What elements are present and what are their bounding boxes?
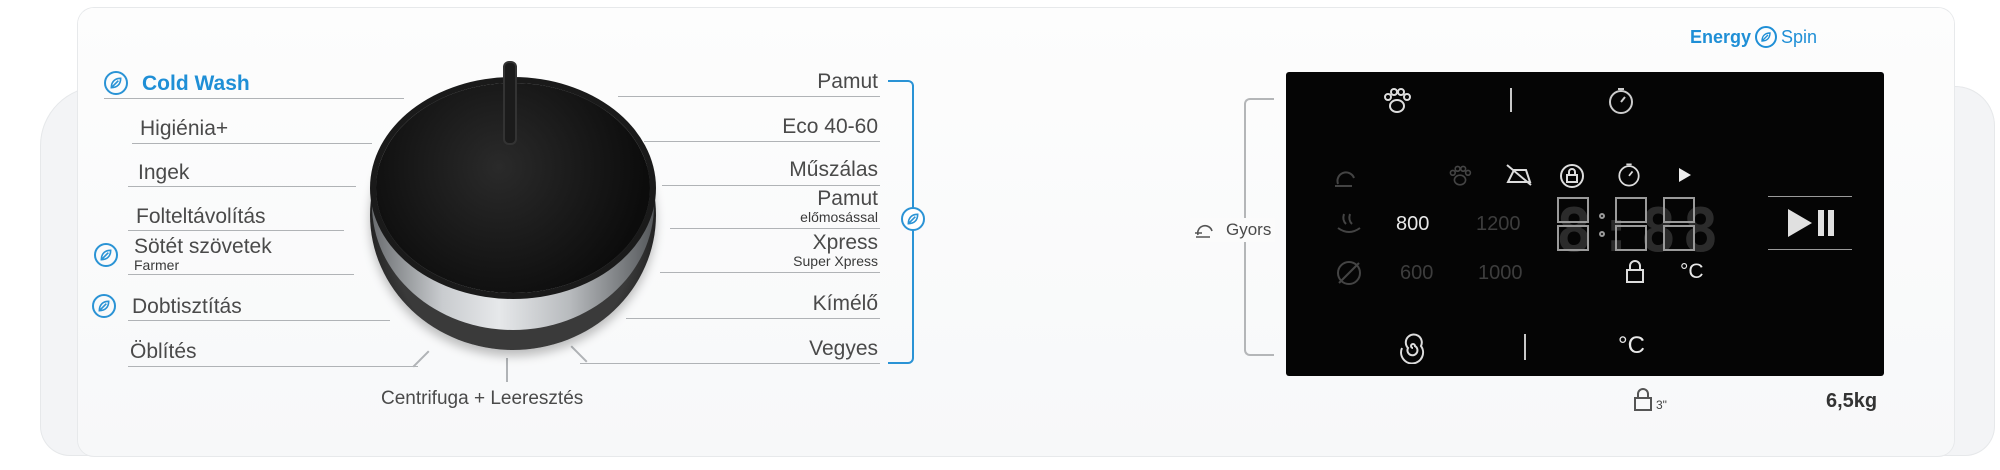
divider xyxy=(128,186,356,187)
divider xyxy=(580,363,880,364)
temperature-unit: °C xyxy=(1680,260,1704,283)
divider xyxy=(104,98,404,99)
paw-small-icon xyxy=(1449,165,1472,186)
eco-leaf-icon xyxy=(901,207,925,231)
divider xyxy=(128,320,390,321)
quick-icon xyxy=(1195,224,1213,238)
spin-icon xyxy=(1337,213,1361,233)
program-muszalas[interactable]: Műszálas xyxy=(789,158,878,181)
no-iron-icon xyxy=(1506,164,1532,186)
program-sotet-szovetek[interactable]: Sötét szövetek Farmer xyxy=(134,235,272,273)
eco-leaf-icon xyxy=(92,294,116,318)
spin-speed-800[interactable]: 800 xyxy=(1396,213,1430,235)
display-screen xyxy=(1286,72,1884,376)
tick xyxy=(506,358,508,382)
energy-spin-logo: Energy Spin xyxy=(1690,26,1818,48)
program-pamut-elomosassal[interactable]: Pamut előmosással xyxy=(800,187,878,225)
no-spin-icon xyxy=(1337,261,1361,285)
lock-icon xyxy=(1626,260,1644,283)
program-ingek[interactable]: Ingek xyxy=(138,161,190,184)
time-display-outline xyxy=(1557,197,1695,251)
delay-timer-icon xyxy=(1618,163,1640,187)
divider xyxy=(128,366,418,367)
quick-option[interactable]: Gyors xyxy=(1190,218,1276,242)
spin-speed-600[interactable]: 600 xyxy=(1400,262,1434,284)
separator xyxy=(1524,334,1526,360)
paw-icon[interactable] xyxy=(1380,86,1414,116)
spiral-icon[interactable] xyxy=(1396,332,1430,364)
program-kimelo[interactable]: Kímélő xyxy=(812,292,878,315)
program-dobtisztitas[interactable]: Dobtisztítás xyxy=(132,295,242,318)
program-cold-wash[interactable]: Cold Wash xyxy=(142,72,250,95)
program-vegyes[interactable]: Vegyes xyxy=(809,337,878,360)
program-folteltavolitas[interactable]: Folteltávolítás xyxy=(136,205,266,228)
time-display: 8:88 xyxy=(1556,196,1725,266)
program-pamut[interactable]: Pamut xyxy=(817,70,878,93)
spin-speed-1000[interactable]: 1000 xyxy=(1478,262,1523,284)
capacity-label: 6,5kg xyxy=(1826,390,1878,412)
divider xyxy=(132,143,372,144)
divider xyxy=(626,318,880,319)
program-xpress[interactable]: Xpress Super Xpress xyxy=(793,231,878,269)
spin-speed-1200[interactable]: 1200 xyxy=(1476,213,1521,235)
eco-leaf-icon xyxy=(1755,26,1778,48)
start-pause-button[interactable] xyxy=(1768,196,1852,250)
door-lock-icon xyxy=(1560,164,1584,188)
eco-leaf-icon xyxy=(104,71,128,95)
divider xyxy=(660,272,880,273)
temperature-button[interactable]: °C xyxy=(1618,332,1645,359)
divider xyxy=(662,185,880,186)
program-centrifuga-leeresztes[interactable]: Centrifuga + Leeresztés xyxy=(381,388,584,409)
divider xyxy=(128,230,344,231)
play-pause-icon xyxy=(1788,209,1834,237)
knob-pointer xyxy=(505,63,515,143)
divider xyxy=(670,228,880,229)
eco-leaf-icon xyxy=(94,243,118,267)
divider xyxy=(128,274,354,275)
program-eco-40-60[interactable]: Eco 40-60 xyxy=(782,115,878,138)
divider xyxy=(618,96,880,97)
lock-icon xyxy=(1634,388,1652,411)
child-lock-indicator: 3" xyxy=(1632,388,1667,412)
quick-wash-icon xyxy=(1335,171,1355,187)
timer-icon[interactable] xyxy=(1604,86,1638,116)
start-indicator-icon xyxy=(1679,168,1691,182)
separator xyxy=(1510,88,1512,112)
program-higienia[interactable]: Higiénia+ xyxy=(140,117,229,140)
program-oblites[interactable]: Öblítés xyxy=(130,340,197,363)
divider xyxy=(644,141,880,142)
